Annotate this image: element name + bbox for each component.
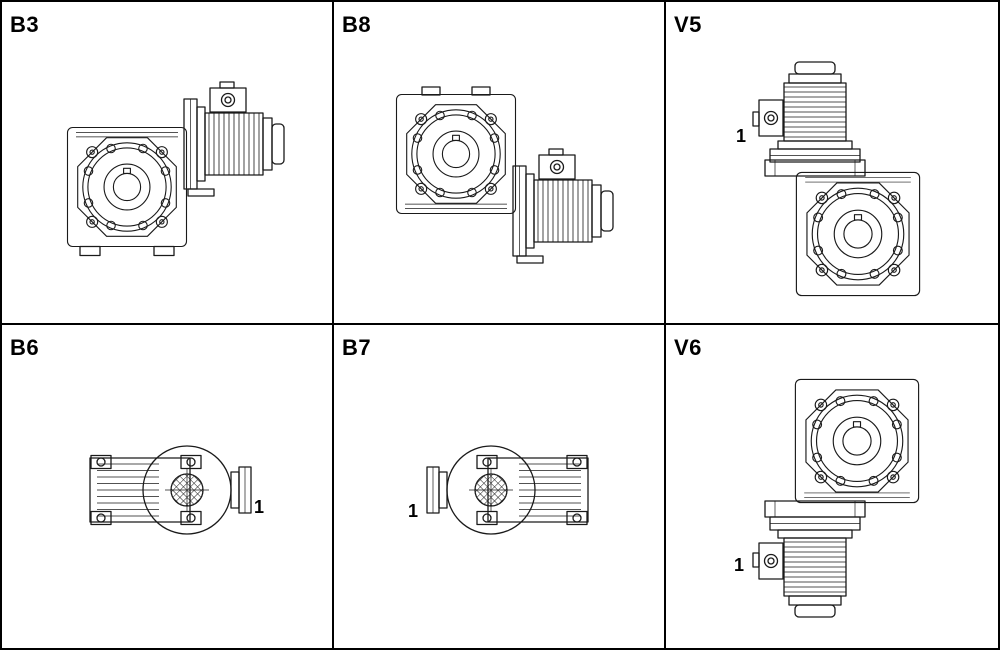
panel-label-b3: B3 bbox=[10, 12, 40, 37]
b7-drawing bbox=[426, 445, 589, 535]
panel-b3: B3 bbox=[2, 2, 334, 325]
panel-b6: B6 1 bbox=[2, 325, 334, 648]
panel-label-b6: B6 bbox=[10, 335, 40, 360]
gearbox-foot bbox=[79, 245, 101, 257]
b3-drawing bbox=[66, 81, 285, 257]
gear-unit bbox=[66, 126, 188, 257]
v6-drawing bbox=[752, 378, 920, 618]
gear-unit bbox=[794, 378, 920, 504]
panel-label-b7: B7 bbox=[342, 335, 372, 360]
gearbox-foot bbox=[471, 86, 491, 96]
motor-foot bbox=[187, 188, 215, 197]
panel-b8: B8 bbox=[334, 2, 666, 325]
mount-flange bbox=[764, 159, 866, 177]
panel-label-b8: B8 bbox=[342, 12, 372, 37]
output-shaft-marker: 1 bbox=[408, 501, 419, 521]
gearbox-foot bbox=[153, 245, 175, 257]
mount-flange bbox=[764, 500, 866, 518]
motor bbox=[183, 81, 285, 197]
gear-unit bbox=[395, 86, 517, 215]
terminal-box-marker: 1 bbox=[736, 126, 747, 146]
panel-v5: V5 1 bbox=[666, 2, 998, 325]
b8-drawing bbox=[395, 86, 614, 264]
gear-unit bbox=[795, 171, 921, 297]
output-shaft-marker: 1 bbox=[254, 497, 265, 517]
motor bbox=[512, 148, 614, 264]
terminal-box-marker: 1 bbox=[734, 555, 745, 575]
gear-top-view bbox=[89, 445, 252, 535]
b6-drawing bbox=[89, 445, 252, 535]
gearbox-foot bbox=[421, 86, 441, 96]
panel-b7: B7 1 bbox=[334, 325, 666, 648]
motor-foot bbox=[516, 255, 544, 264]
panel-label-v6: V6 bbox=[674, 335, 702, 360]
motor bbox=[752, 516, 861, 618]
v5-drawing bbox=[752, 61, 921, 297]
motor bbox=[752, 61, 861, 163]
panel-v6: V6 1 bbox=[666, 325, 998, 648]
gear-top-view bbox=[426, 445, 589, 535]
panel-label-v5: V5 bbox=[674, 12, 702, 37]
